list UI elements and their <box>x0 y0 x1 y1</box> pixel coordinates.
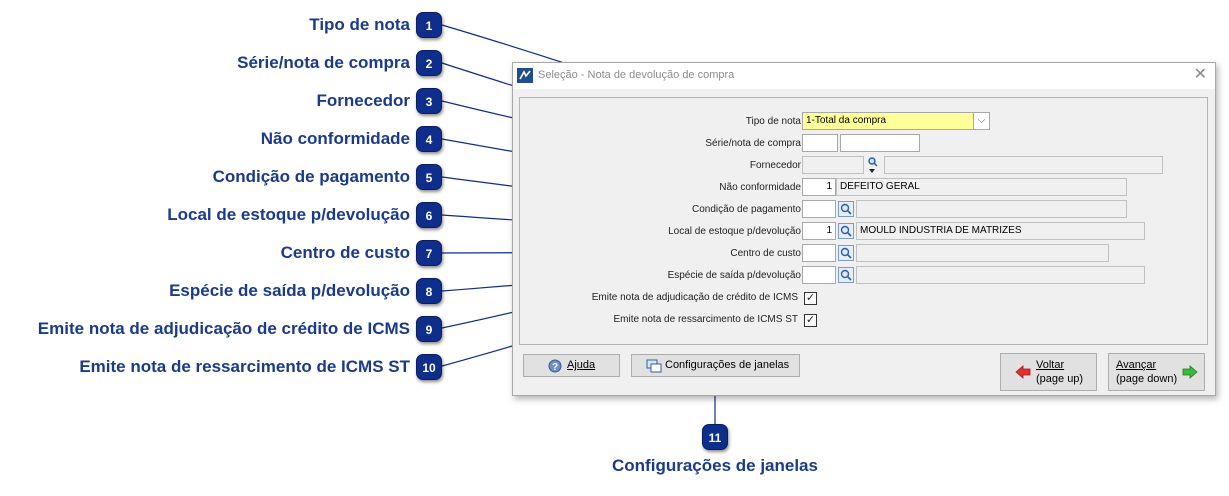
callout-badge-11: 11 <box>702 424 728 450</box>
local-estoque-code-field[interactable]: 1 <box>802 222 836 240</box>
nao-conformidade-label: Não conformidade <box>719 182 801 193</box>
fornecedor-label: Fornecedor <box>749 160 801 171</box>
condicao-pagamento-desc-field <box>856 200 1127 218</box>
callout-label-4: Não conformidade <box>260 129 410 148</box>
configuracoes-janelas-label: Configurações de janelas <box>665 359 790 371</box>
callout-label-10: Emite nota de ressarcimento de ICMS ST <box>79 357 410 376</box>
callout-label-6: Local de estoque p/devolução <box>167 205 410 224</box>
search-icon[interactable] <box>838 245 854 261</box>
callout-badge-9: 9 <box>416 316 442 342</box>
tipo-nota-label: Tipo de nota <box>745 116 801 127</box>
callout-label-9: Emite nota de adjudicação de crédito de … <box>37 319 410 338</box>
voltar-button[interactable]: Voltar (page up) <box>1000 353 1097 391</box>
search-icon[interactable] <box>838 201 854 217</box>
windows-icon <box>646 359 662 373</box>
callout-badge-4: 4 <box>416 126 442 152</box>
condicao-pagamento-label: Condição de pagamento <box>692 204 801 215</box>
adjudicacao-label: Emite nota de adjudicação de crédito de … <box>591 292 798 303</box>
search-icon[interactable] <box>838 223 854 239</box>
callout-label-5: Condição de pagamento <box>212 167 410 186</box>
window-title: Seleção - Nota de devolução de compra <box>538 69 735 81</box>
ajuda-label: Ajuda <box>567 359 596 371</box>
callout-label-11: Configurações de janelas <box>612 456 818 475</box>
especie-saida-code-field[interactable] <box>802 266 836 284</box>
ajuda-button[interactable]: ? Ajuda <box>523 354 620 377</box>
voltar-shortcut: (page up) <box>1036 373 1084 385</box>
callout-label-3: Fornecedor <box>316 91 410 110</box>
nota-field[interactable] <box>840 134 920 152</box>
tipo-nota-select[interactable]: 1-Total da compra <box>802 112 973 130</box>
avancar-button[interactable]: Avançar (page down) <box>1108 353 1205 391</box>
especie-saida-label: Espécie de saída p/devolução <box>667 270 801 281</box>
form-panel: Tipo de nota 1-Total da compra ⌵ Série/n… <box>519 97 1208 345</box>
fornecedor-name-field <box>884 156 1163 174</box>
avancar-label: Avançar <box>1116 359 1157 371</box>
callout-badge-1: 1 <box>416 12 442 38</box>
close-icon[interactable]: ✕ <box>1193 66 1207 83</box>
callout-badge-2: 2 <box>416 50 442 76</box>
callout-badge-3: 3 <box>416 88 442 114</box>
fornecedor-code-field[interactable] <box>802 156 864 174</box>
local-estoque-desc-field: MOULD INDUSTRIA DE MATRIZES <box>856 222 1145 240</box>
condicao-pagamento-code-field[interactable] <box>802 200 836 218</box>
arrow-right-icon <box>1182 365 1198 379</box>
nao-conformidade-code-field[interactable]: 1 <box>802 178 836 196</box>
callout-label-8: Espécie de saída p/devolução <box>169 281 410 300</box>
centro-custo-code-field[interactable] <box>802 244 836 262</box>
callout-badge-10: 10 <box>416 354 442 380</box>
help-icon: ? <box>548 359 562 373</box>
avancar-shortcut: (page down) <box>1116 373 1178 385</box>
callout-badge-7: 7 <box>416 240 442 266</box>
especie-saida-desc-field <box>856 266 1145 284</box>
search-icon[interactable] <box>838 267 854 283</box>
callout-label-1: Tipo de nota <box>309 15 410 34</box>
svg-text:?: ? <box>552 362 558 373</box>
adjudicacao-checkbox[interactable]: ✓ <box>804 292 817 305</box>
serie-nota-label: Série/nota de compra <box>705 138 801 149</box>
search-dropdown-icon[interactable] <box>866 156 880 174</box>
dialog-window: Seleção - Nota de devolução de compra ✕ … <box>512 62 1216 396</box>
local-estoque-label: Local de estoque p/devolução <box>668 226 801 237</box>
voltar-label: Voltar <box>1036 359 1065 371</box>
callout-label-2: Série/nota de compra <box>237 53 410 72</box>
title-bar[interactable]: Seleção - Nota de devolução de compra ✕ <box>513 63 1215 89</box>
ressarcimento-checkbox[interactable]: ✓ <box>804 314 817 327</box>
configuracoes-janelas-button[interactable]: Configurações de janelas <box>631 354 800 377</box>
serie-field[interactable] <box>802 134 838 152</box>
centro-custo-label: Centro de custo <box>730 248 801 259</box>
arrow-left-icon <box>1015 365 1031 379</box>
app-icon <box>517 68 533 83</box>
callout-label-7: Centro de custo <box>280 243 410 262</box>
callout-badge-8: 8 <box>416 278 442 304</box>
chevron-down-icon[interactable]: ⌵ <box>973 112 990 130</box>
ressarcimento-label: Emite nota de ressarcimento de ICMS ST <box>613 314 798 325</box>
centro-custo-desc-field <box>856 244 1109 262</box>
callout-badge-6: 6 <box>416 202 442 228</box>
nao-conformidade-desc-field: DEFEITO GERAL <box>836 178 1127 196</box>
callout-badge-5: 5 <box>416 164 442 190</box>
